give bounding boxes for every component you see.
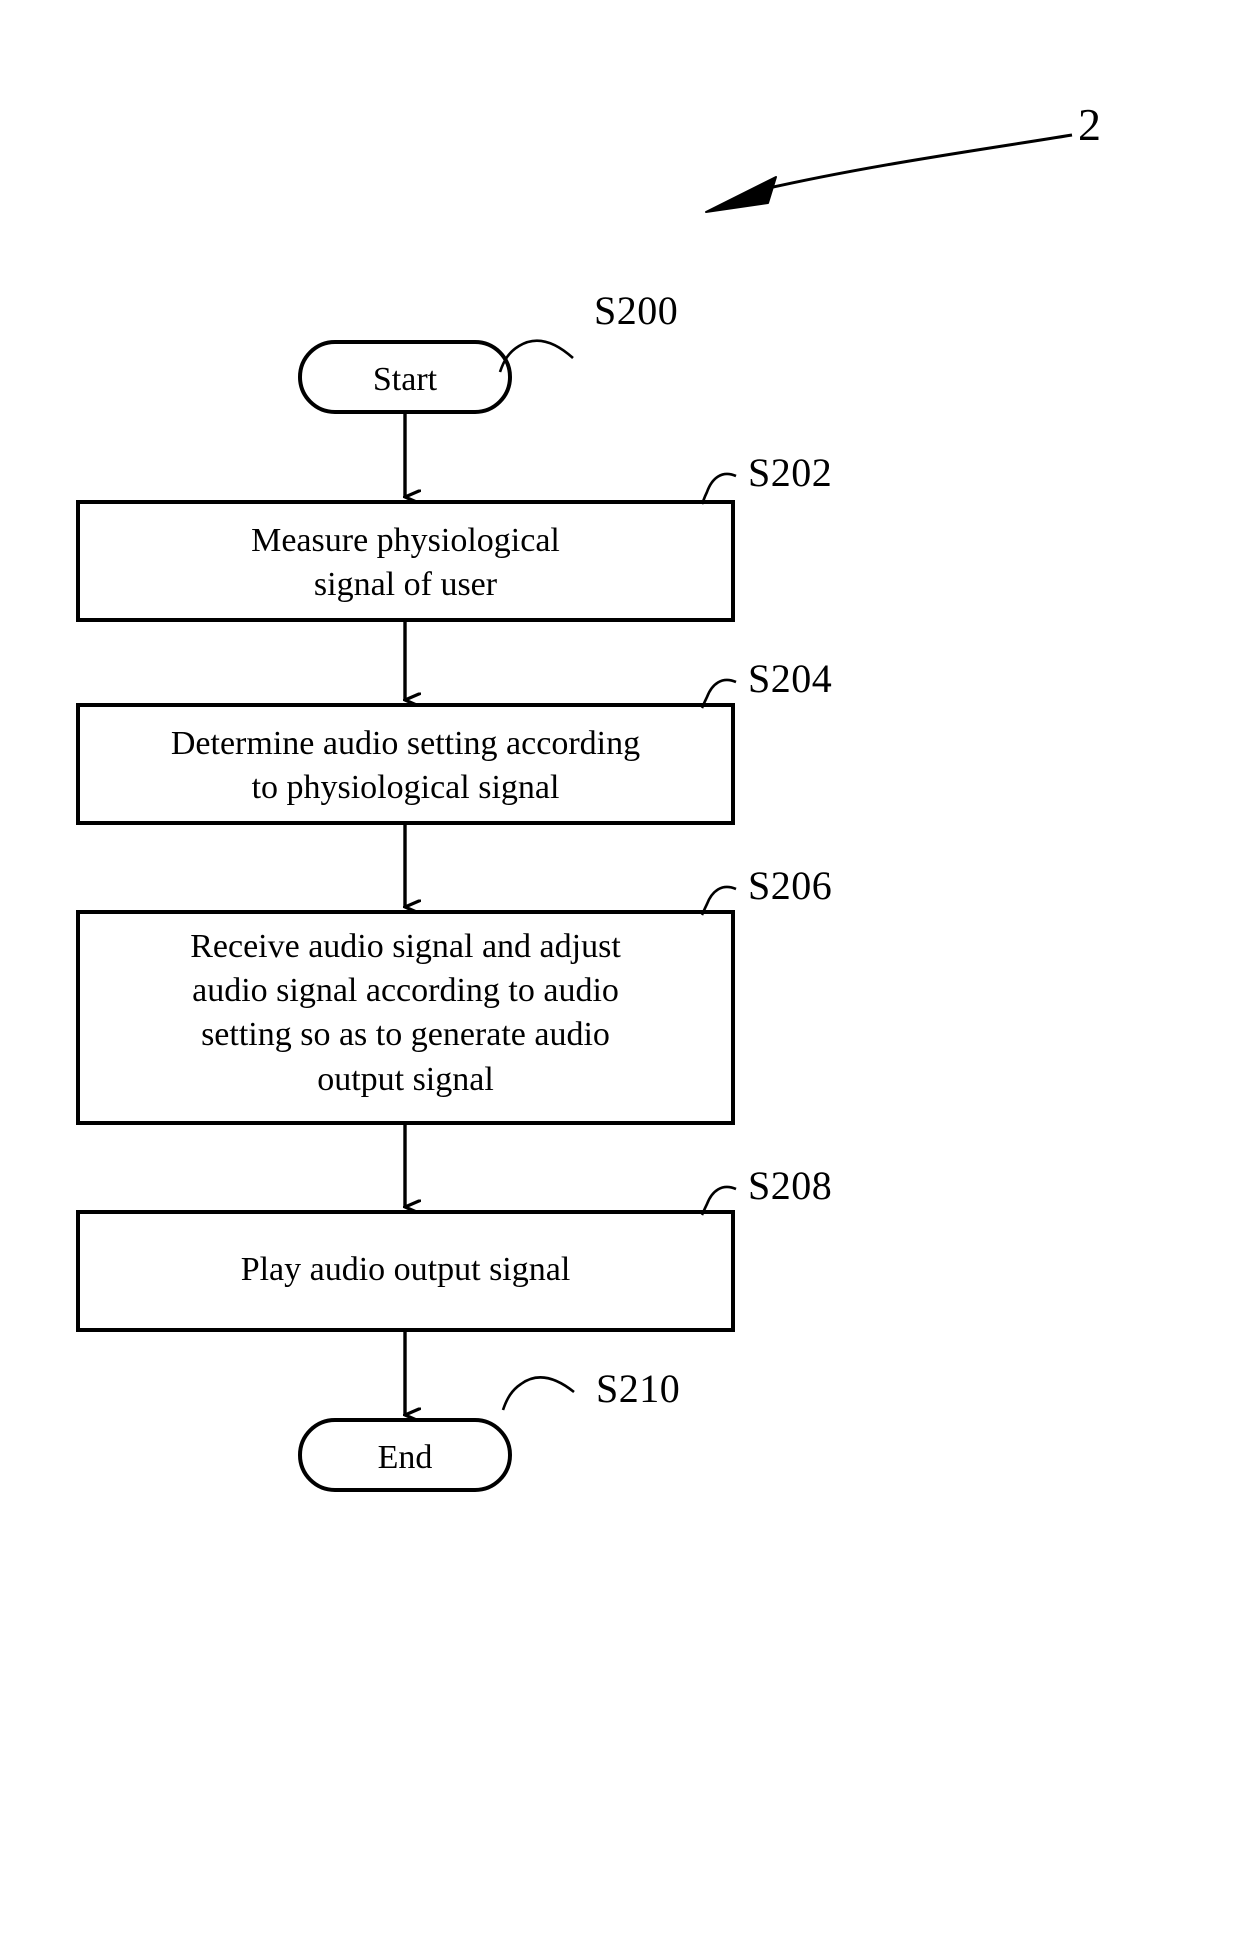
node-s204-shape <box>76 703 735 825</box>
step-tag-s210: S210 <box>596 1366 681 1411</box>
leader-s204 <box>700 678 737 709</box>
step-tag-s202: S202 <box>748 450 833 495</box>
step-tag-s204: S204 <box>748 656 833 701</box>
leader-s210 <box>501 1376 575 1411</box>
leader-s202 <box>700 472 737 505</box>
node-s202-label: Measure physiological signal of user <box>251 522 560 604</box>
node-s204-label: Determine audio setting according to phy… <box>170 725 641 807</box>
node-start-label: Start <box>372 361 438 398</box>
leader-s208 <box>700 1185 737 1216</box>
node-s208-shape <box>76 1210 735 1332</box>
node-end-label: End <box>377 1439 433 1476</box>
step-tag-s208: S208 <box>748 1163 833 1208</box>
node-s206-shape <box>76 910 735 1125</box>
node-s206-label: Receive audio signal and adjust audio si… <box>190 928 621 1098</box>
step-tag-s200: S200 <box>594 288 679 333</box>
figure-leader-arrow <box>705 133 1073 213</box>
node-s208-label: Play audio output signal <box>240 1251 571 1288</box>
figure-number: 2 <box>1078 99 1101 150</box>
leader-s206 <box>700 885 737 916</box>
step-tag-s206: S206 <box>748 863 833 908</box>
node-end-shape <box>298 1418 512 1492</box>
leader-s200 <box>498 339 574 373</box>
